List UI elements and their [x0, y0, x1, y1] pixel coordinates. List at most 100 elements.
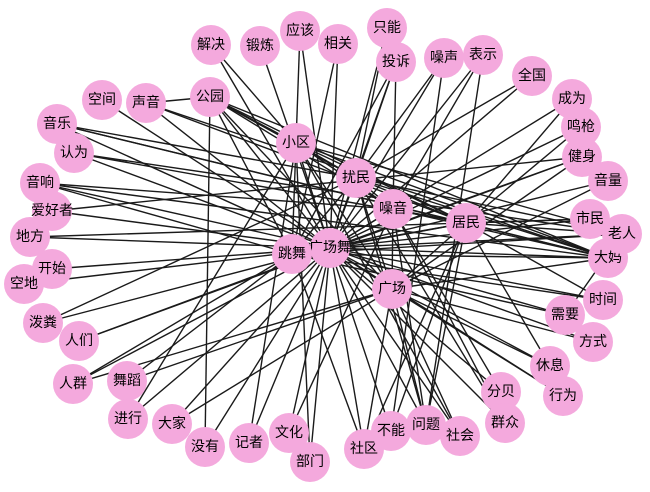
node-circle: [371, 411, 411, 451]
node-zaosheng: 噪声: [424, 38, 464, 78]
node-label: 市民: [576, 210, 604, 227]
node-xiangguan: 相关: [318, 24, 358, 64]
node-raomin: 扰民: [336, 158, 376, 198]
node-circle: [108, 399, 148, 439]
edge-meiyou-gongyuan: [204, 96, 211, 448]
edge-shengyin-dama: [145, 102, 609, 259]
node-label: 音乐: [43, 115, 71, 132]
edge-chengwei-jumin: [465, 98, 573, 224]
edge-raomin-zaosheng: [355, 57, 445, 179]
edge-guangchang-wudao: [126, 288, 393, 382]
node-label: 记者: [235, 435, 263, 451]
node-difang: 地方: [10, 217, 50, 257]
node-circle: [152, 404, 192, 444]
node-guangchangwu: 广场舞: [309, 228, 351, 268]
node-label: 小区: [282, 135, 310, 151]
node-label: 居民: [452, 215, 480, 231]
node-xingwei: 行为: [543, 376, 583, 416]
node-zaoyin: 噪音: [373, 189, 413, 229]
node-circle: [376, 42, 416, 82]
edge-guangchangwu-gongyuan: [209, 96, 331, 249]
edge-guangchang-xiaoqu: [295, 142, 393, 290]
edge-jumin-gongyuan: [209, 96, 467, 224]
edge-tiaowu-shequ: [291, 253, 365, 450]
node-duanlian: 锻炼: [240, 26, 280, 66]
node-label: 问题: [412, 417, 440, 433]
node-wenhua: 文化: [269, 413, 309, 453]
edge-guangchangwu-wenhua: [288, 247, 331, 434]
node-label: 扰民: [342, 170, 370, 186]
node-wudao: 舞蹈: [107, 361, 147, 401]
edge-difang-shimin: [29, 218, 591, 238]
edge-raomin-quanguo: [355, 75, 533, 179]
node-kongdi: 空地: [4, 264, 44, 304]
edge-zaoyin-yinxiang: [39, 182, 394, 210]
node-label: 锻炼: [246, 38, 274, 54]
node-circle: [191, 25, 231, 65]
node-label: 相关: [324, 36, 352, 52]
node-label: 空间: [88, 92, 116, 108]
edge-zaoyin-biaoshi: [392, 54, 484, 210]
node-shimin: 市民: [570, 199, 610, 239]
node-circle: [481, 372, 521, 412]
edge-guangchang-wenti: [391, 288, 427, 426]
node-label: 部门: [296, 454, 324, 470]
node-renwei: 认为: [54, 133, 94, 173]
node-fenbei: 分贝: [481, 372, 521, 412]
node-circle: [424, 38, 464, 78]
node-label: 泼粪: [29, 315, 57, 331]
node-circle: [185, 427, 225, 467]
edge-dajia-guangchang: [171, 288, 393, 425]
edge-tiaowu-gongyuan: [209, 96, 293, 255]
node-circle: [54, 133, 94, 173]
node-label: 社区: [350, 441, 378, 457]
edge-guangchangwu-yinyue: [56, 123, 331, 249]
node-label: 人群: [59, 376, 87, 392]
edge-guangchangwu-qunzhong: [329, 247, 506, 424]
node-label: 成为: [558, 91, 586, 107]
edge-guangchangwu-wenti: [329, 247, 427, 426]
edge-xiaoqu-laoren: [295, 142, 623, 235]
node-kongjian: 空间: [82, 80, 122, 120]
node-circle: [545, 295, 585, 335]
edge-guangchangwu-meiyou: [204, 247, 331, 448]
node-circle: [126, 83, 166, 123]
node-label: 只能: [373, 20, 401, 36]
node-jizhe: 记者: [229, 423, 269, 463]
node-label: 广场舞: [309, 240, 351, 256]
node-circle: [446, 203, 486, 243]
node-label: 休息: [536, 357, 564, 374]
node-label: 空地: [10, 276, 38, 292]
edge-raomin-yinyue: [56, 123, 357, 179]
node-pofen: 泼粪: [23, 303, 63, 343]
node-quanguo: 全国: [512, 56, 552, 96]
node-renqun: 人群: [53, 364, 93, 404]
node-label: 鸣枪: [567, 118, 595, 135]
edge-tiaowu-renqun: [72, 253, 293, 385]
edge-guangchang-shequ: [363, 288, 393, 450]
edge-guangchang-yinliang: [391, 180, 609, 290]
edge-jumin-shequ: [363, 222, 467, 450]
node-bumen: 部门: [290, 442, 330, 482]
node-circle: [373, 189, 413, 229]
node-circle: [512, 56, 552, 96]
node-qunzhong: 群众: [485, 403, 525, 443]
node-guangchang: 广场: [372, 269, 412, 309]
edge-guangchangwu-fenbei: [329, 247, 502, 393]
node-label: 全国: [518, 67, 546, 84]
node-circle: [59, 321, 99, 361]
edge-jumin-wenti: [425, 222, 467, 426]
node-circle: [290, 442, 330, 482]
edge-shijian-jumin: [465, 222, 604, 301]
node-label: 行为: [549, 388, 577, 404]
edge-bumen-xiaoqu: [295, 142, 311, 463]
node-label: 音响: [26, 174, 54, 191]
node-circle: [107, 361, 147, 401]
edge-jumin-buneng: [390, 222, 467, 432]
node-circle: [4, 264, 44, 304]
node-label: 社会: [446, 428, 474, 444]
edge-jumin-shengyin: [145, 102, 467, 224]
edge-guangchangwu-dajia: [171, 247, 331, 425]
node-xiaoqu: 小区: [276, 123, 316, 163]
node-label: 没有: [191, 439, 219, 455]
